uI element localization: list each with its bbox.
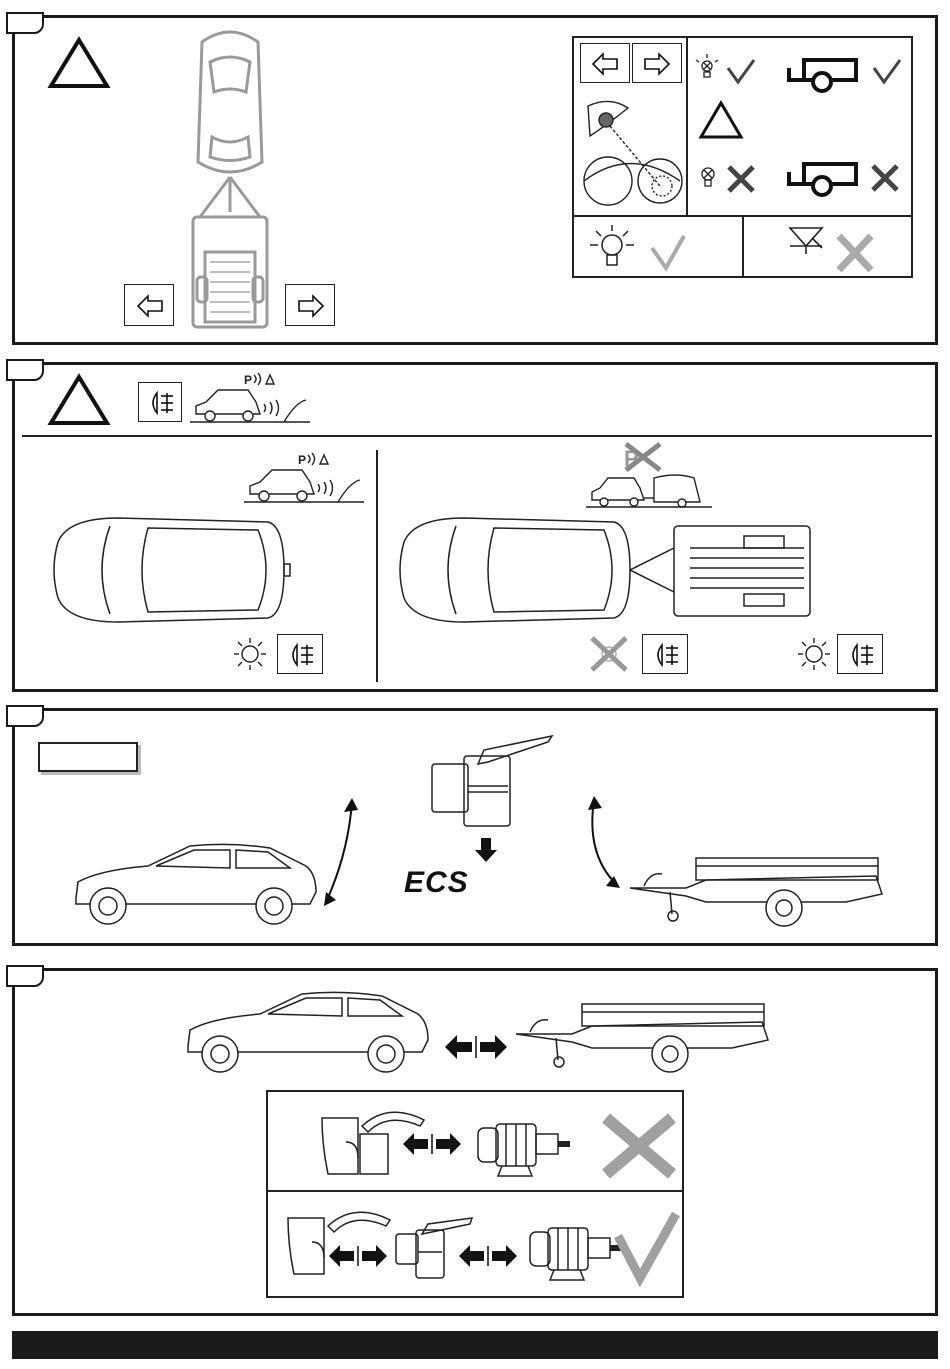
trailer-side-view <box>512 998 776 1080</box>
bidirectional-arrow-icon <box>328 1244 388 1268</box>
column-divider <box>376 450 378 682</box>
parking-sensor-disabled-icon: P <box>620 440 664 474</box>
fog-light-icon <box>652 643 680 667</box>
car-side-view <box>70 840 320 930</box>
car-side-view <box>182 988 432 1078</box>
arrow-left-icon <box>137 295 163 317</box>
step-tab <box>6 359 44 381</box>
bidirectional-arrow-icon <box>458 1244 518 1268</box>
svg-text:P: P <box>244 373 252 387</box>
model-label-box <box>38 742 138 772</box>
ecs-module-icon <box>428 734 556 830</box>
fog-light-indicator <box>837 634 883 674</box>
arrow-left-icon <box>592 53 618 75</box>
arrow-right-icon <box>644 53 670 75</box>
parking-sensor-icon: P <box>188 372 312 426</box>
check-icon <box>872 58 902 84</box>
car-top-view <box>48 512 290 628</box>
turn-right-indicator <box>285 284 335 326</box>
connection-arrow <box>318 794 364 910</box>
fog-light-indicator <box>642 634 688 674</box>
cross-icon <box>870 164 900 192</box>
fog-light-indicator <box>277 634 323 674</box>
lighting-check-table <box>572 36 913 278</box>
ecs-logo: ECS <box>404 866 469 900</box>
trailer-side-view <box>626 852 890 934</box>
dash-left-arrow <box>580 43 630 83</box>
adapter-compare-table <box>266 1090 684 1298</box>
bulb-ok-icon <box>694 54 720 82</box>
bulb-fail-icon <box>698 166 718 192</box>
car-with-caravan-icon <box>586 472 712 508</box>
cross-icon <box>726 165 756 193</box>
down-arrow-icon <box>474 838 498 864</box>
svg-text:P: P <box>298 453 306 467</box>
fog-light-icon <box>147 391 175 415</box>
trailer-plug-icon <box>472 1118 572 1182</box>
warning-triangle-icon <box>48 37 110 89</box>
parking-sensor-icon: P <box>242 452 366 506</box>
trailer-plug-icon <box>524 1222 624 1286</box>
rear-light-disabled-icon <box>588 634 630 674</box>
check-icon <box>650 234 686 270</box>
rear-light-icon <box>796 636 832 672</box>
fog-light-indicator <box>138 382 182 422</box>
trailer-icon <box>786 56 858 94</box>
warning-triangle-icon <box>48 374 110 426</box>
driver-eye-dashboard-icon <box>580 96 684 206</box>
bulb-on-icon <box>584 223 640 273</box>
step-tab <box>6 12 44 34</box>
cross-icon <box>600 1114 678 1178</box>
car-with-trailer-top-view <box>180 22 280 332</box>
section-divider <box>22 435 932 437</box>
step-tab <box>6 965 44 987</box>
step-tab <box>6 705 44 727</box>
bidirectional-arrow-icon <box>444 1034 508 1060</box>
check-icon <box>726 58 756 84</box>
car-with-trailer-top-view <box>394 512 814 628</box>
cross-icon <box>836 234 874 272</box>
arrow-right-icon <box>298 295 324 317</box>
turn-left-indicator <box>124 284 174 326</box>
connection-arrow <box>586 794 626 894</box>
led-icon <box>786 224 826 256</box>
dash-right-arrow <box>632 43 682 83</box>
footer-bar <box>12 1331 938 1359</box>
rear-light-icon <box>232 636 268 672</box>
fog-light-icon <box>847 643 875 667</box>
bidirectional-arrow-icon <box>402 1132 462 1156</box>
check-icon <box>614 1210 680 1282</box>
fog-light-icon <box>287 643 315 667</box>
warning-triangle-icon <box>698 100 744 140</box>
trailer-icon <box>786 160 858 198</box>
